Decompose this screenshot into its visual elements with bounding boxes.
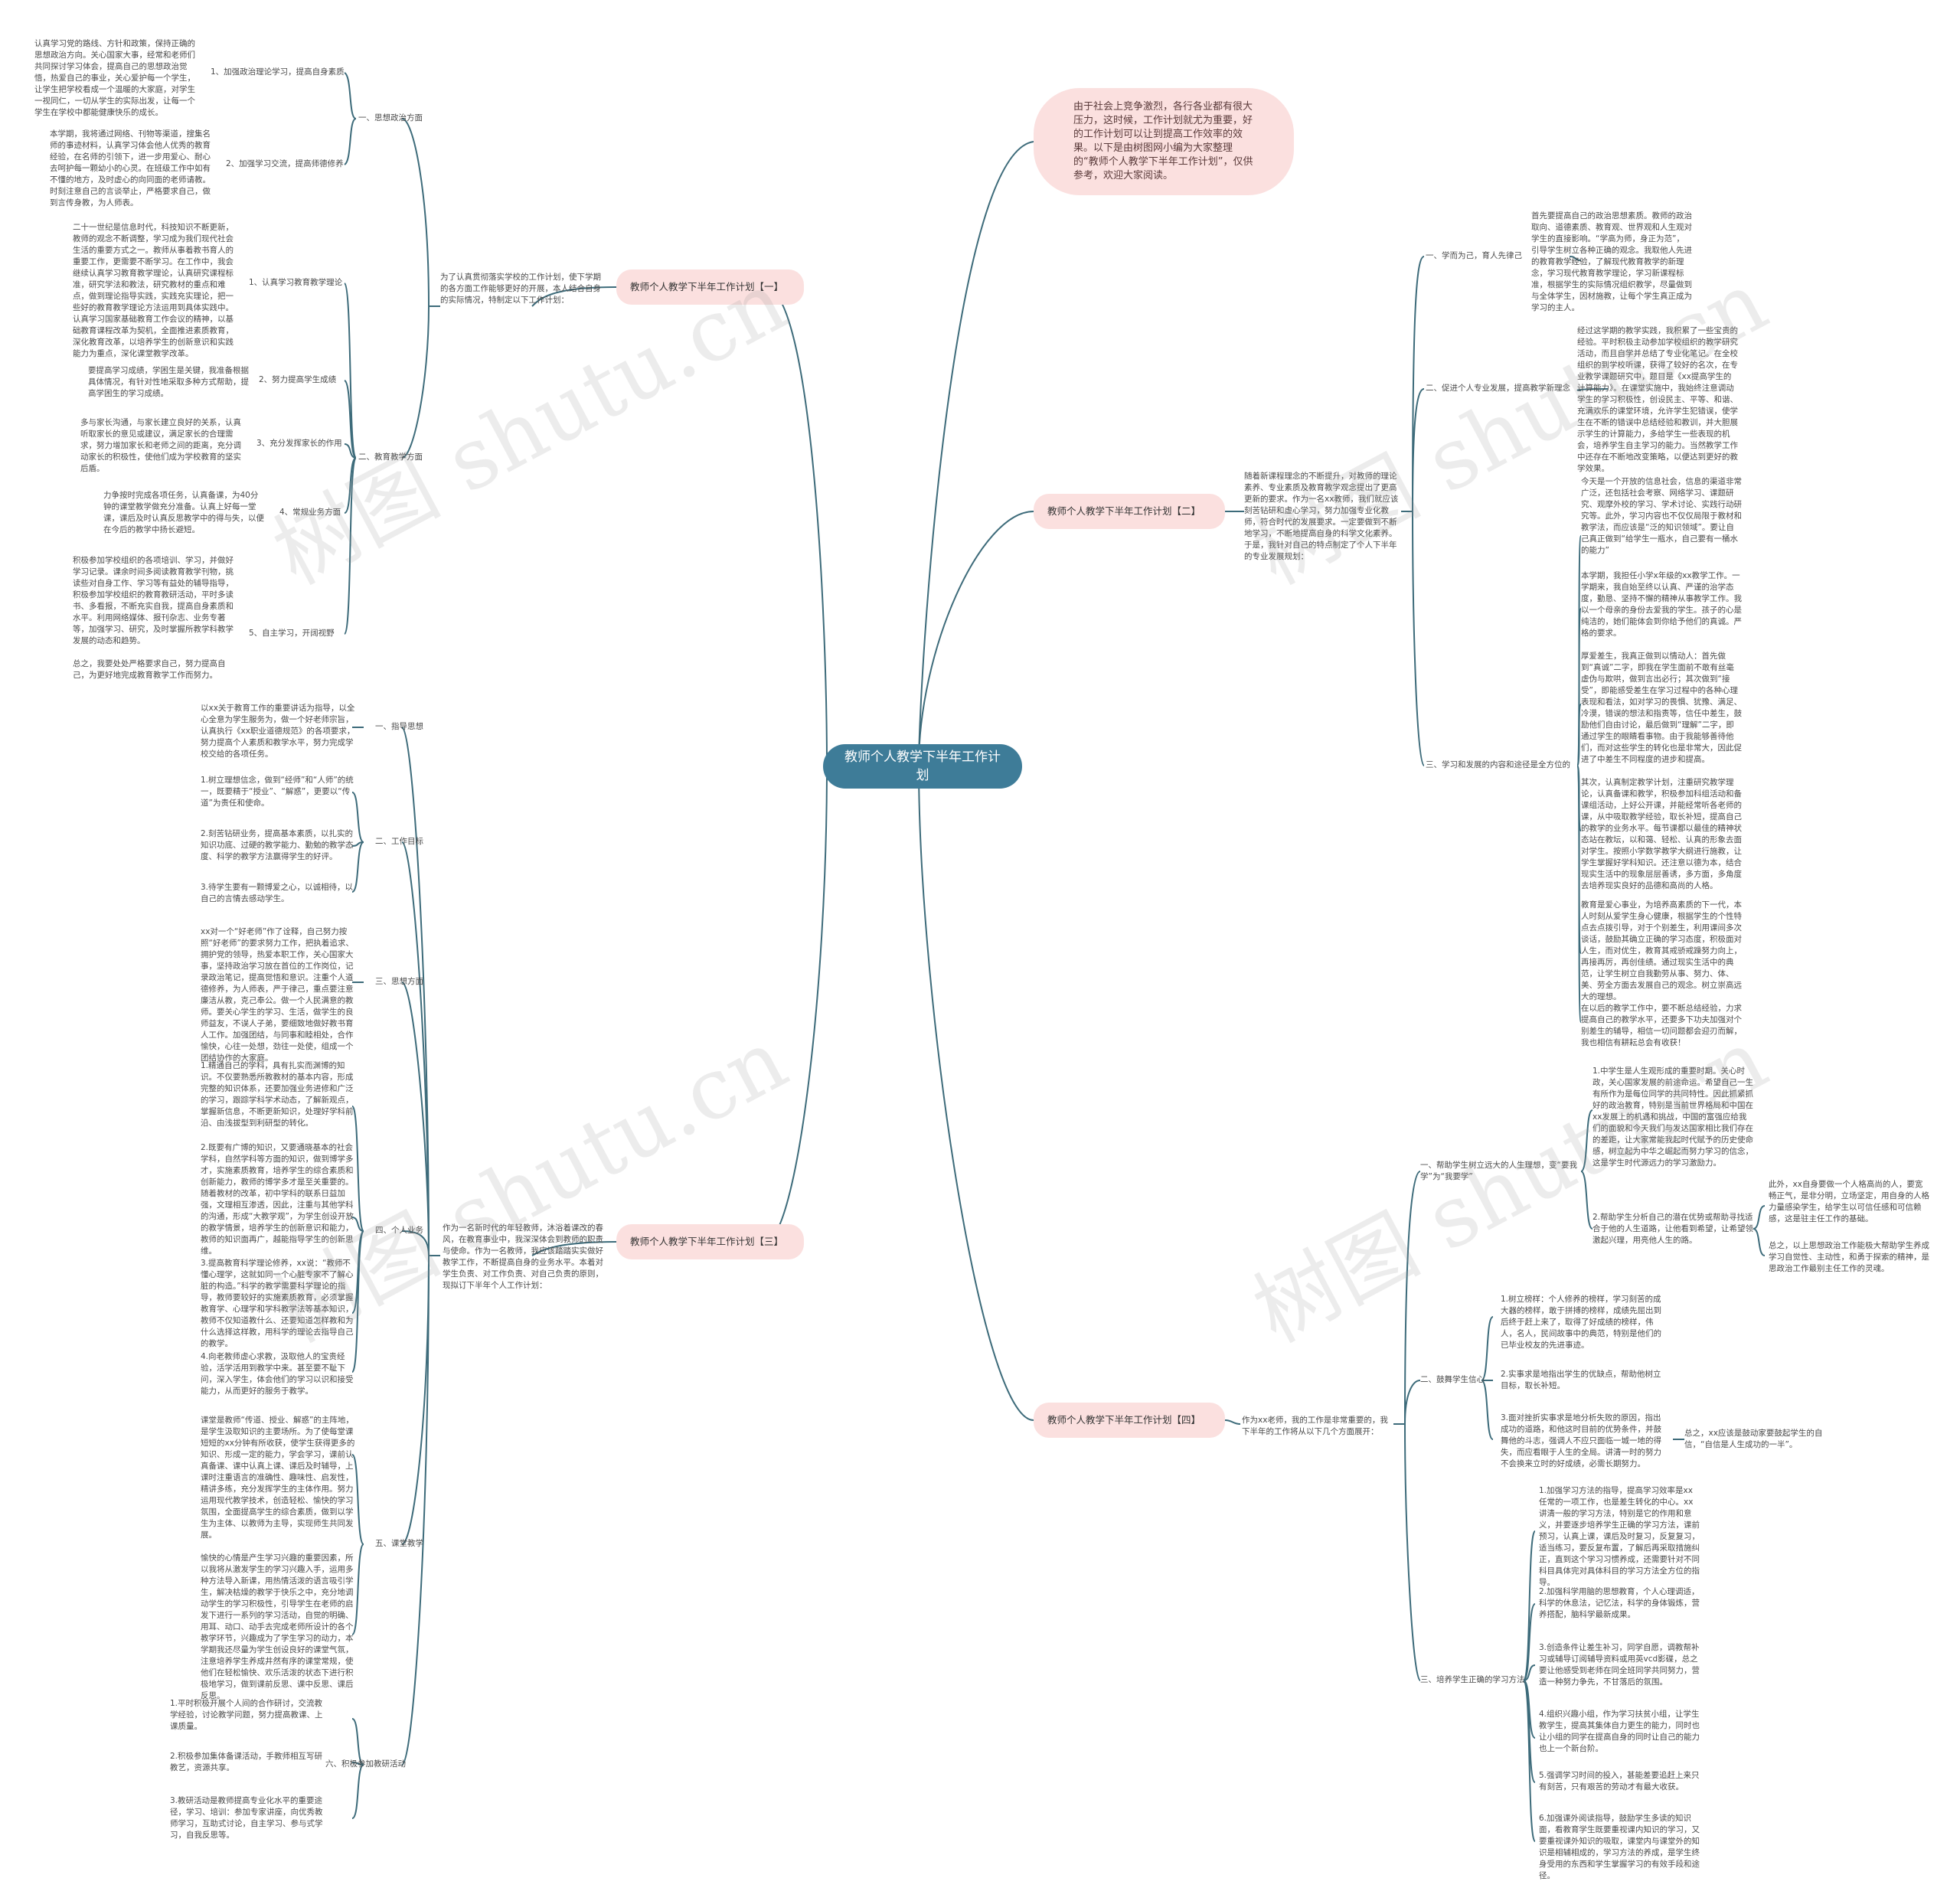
b4-s2-note: 总之，xx应该是鼓动家要鼓起学生的自信，“自信是人生成功的一半”。 — [1684, 1429, 1823, 1449]
intro-bubble: 由于社会上竞争激烈，各行各业都有很大压力，这时候，工作计划就尤为重要，好的工作计… — [1034, 88, 1294, 195]
b2-s2-text: 经过这学期的教学实践，我积累了一些宝贵的经验。平时积极主动参加学校组织的教学研究… — [1577, 326, 1738, 473]
b1-s2-label[interactable]: 二、教育教学方面 — [358, 452, 423, 462]
b3-s1-label[interactable]: 一、指导思想 — [375, 722, 423, 731]
b4-desc: 作为xx老师，我的工作是非常重要的，我下半年的工作将从以下几个方面展开： — [1242, 1416, 1388, 1436]
b1-s2-i5-label[interactable]: 5、自主学习，开阔视野 — [249, 629, 335, 638]
b3-s6-t1: 1.平时积极开展个人间的合作研讨，交流教学经验，讨论教学问题，努力提高教课、上课… — [170, 1699, 323, 1731]
b2-s3-p4: 其次，认真制定教学计划，注重研究教学理论，认真备课和教学，积极参加科组活动和备课… — [1581, 778, 1742, 890]
b4-s3-t6: 6.加强课外阅读指导，鼓励学生多读的知识面，看教育学生既要重视课内知识的学习，又… — [1539, 1814, 1700, 1880]
b4-s3-t5: 5.强调学习时间的投入，甚能差要追赶上来只有刻苦，只有艰苦的劳动才有最大收获。 — [1539, 1771, 1700, 1792]
b1-s1-i1-text: 认真学习党的路线、方针和政策，保持正确的思想政治方向。关心国家大事，经常和老师们… — [34, 39, 195, 117]
branch-4-title[interactable]: 教师个人教学下半年工作计划【四】 — [1034, 1403, 1225, 1438]
b3-s3-label[interactable]: 三、思想方面 — [375, 977, 423, 986]
b4-s1-t1: 1.中学生是人生观形成的重要时期。关心时政，关心国家发展的前途命运。希望自己一生… — [1592, 1066, 1753, 1168]
b3-s5-t2: 愉快的心情是产生学习兴趣的重要因素，所以我将从激发学生的学习兴趣入手，运用多种方… — [201, 1553, 354, 1700]
b3-s4-t3: 3.提高教育科学理论修养，xx说：“教师不懂心理学，这就如同一个心脏专家不了解心… — [201, 1259, 354, 1348]
root-topic[interactable]: 教师个人教学下半年工作计划 — [823, 744, 1022, 789]
b1-s1-i2-label[interactable]: 2、加强学习交流，提高师德修养 — [226, 159, 344, 168]
b1-s2-i1-label[interactable]: 1、认真学习教育教学理论 — [249, 278, 343, 287]
b1-s2-i5-text: 积极参加学校组织的各项培训、学习，并做好学习记录。课余时间多阅读教育教学刊物，挑… — [73, 556, 234, 645]
b1-s2-i3-text: 多与家长沟通，与家长建立良好的关系，认真听取家长的意见或建议，满足家长的合理需求… — [80, 418, 241, 473]
b2-s3-p2: 本学期，我担任小学x年级的xx教学工作。一学期来，我自始至终以认真、严谨的治学态… — [1581, 571, 1742, 638]
b4-s3-t2: 2.加强科学用脑的思想教育，个人心理调适，科学的休息法，记忆法，科学的身体锻炼，… — [1539, 1587, 1700, 1619]
b3-s6-t2: 2.积极参加集体备课活动，手教师相互写研教艺，资源共享。 — [170, 1752, 323, 1772]
b4-s3-label[interactable]: 三、培养学生正确的学习方法 — [1420, 1675, 1525, 1684]
b2-desc: 随着新课程理念的不断提升，对教师的理论素养、专业素质及教育教学观念提出了更高更新… — [1244, 472, 1399, 561]
b3-s4-t2: 2.既要有广博的知识，又要通晓基本的社会学科，自然学科等方面的知识，做到博学多才… — [201, 1143, 354, 1256]
b3-s2-label[interactable]: 二、工作目标 — [375, 837, 423, 846]
b3-desc: 作为一名新时代的年轻教师，沐浴着课改的春风，在教育事业中，我深深体会到教师的职责… — [443, 1223, 603, 1290]
b4-s3-t1: 1.加强学习方法的指导，提高学习效率是xx任常的一项工作，也是差生转化的中心。x… — [1539, 1486, 1700, 1587]
b2-s1-label[interactable]: 一、学而为己，育人先律己 — [1426, 251, 1522, 260]
b4-s1-n2: 总之，以上思想政治工作能极大帮助学生养成学习自觉性、主动性，和勇于探索的精神，是… — [1769, 1241, 1929, 1273]
b1-s2-i2-label[interactable]: 2、努力提高学生成绩 — [259, 375, 337, 384]
b3-s6-t3: 3.教研活动是教师提高专业化水平的重要途径，学习、培训：参加专家讲座，向优秀教师… — [170, 1796, 323, 1840]
b4-s3-t4: 4.组织兴趣小组，作为学习扶贫小组，让学生教学生，提高其集体自力更生的能力，同时… — [1539, 1710, 1700, 1753]
b2-s3-p1: 今天是一个开放的信息社会，信息的渠道非常广泛，还包括社会考察、网络学习、课题研究… — [1581, 477, 1742, 555]
branch-3-title[interactable]: 教师个人教学下半年工作计划【三】 — [616, 1224, 804, 1259]
b2-s3-p5: 教育是爱心事业，为培养高素质的下一代，本人时刻从爱学生身心健康，根据学生的个性特… — [1581, 900, 1742, 1001]
b4-s2-t1: 1.树立榜样：个人修养的榜样，学习刻苦的成大器的榜样，敢于拼搏的榜样，成绩先屈出… — [1501, 1295, 1661, 1350]
b3-s1-text: 以xx关于教育工作的重要讲话为指导，以全心全意为学生服务为，做一个好老师宗旨，认… — [201, 704, 355, 759]
b1-s1-label[interactable]: 一、思想政治方面 — [358, 113, 423, 122]
b2-s3-label[interactable]: 三、学习和发展的内容和途径是全方位的 — [1426, 760, 1570, 769]
b3-s4-t4: 4.向老教师虚心求教，汲取他人的宝贵经验，活学活用到教学中来。甚至要不耻下问，深… — [201, 1352, 354, 1396]
b1-s2-summary: 总之，我要处处严格要求自己，努力提高自己，为更好地完成教育教学工作而努力。 — [73, 659, 226, 680]
branch-2-title[interactable]: 教师个人教学下半年工作计划【二】 — [1034, 494, 1225, 529]
b4-s2-t3: 3.面对挫折实事求是地分析失败的原因，指出成功的道路，和他这时目前的优势条件，并… — [1501, 1413, 1661, 1468]
b2-s1-text: 首先要提高自己的政治思想素质。教师的政治取向、道德素质、教育观、世界观和人生观对… — [1531, 211, 1692, 312]
b1-s2-i2-text: 要提高学习成绩，学困生是关键，我准备根据具体情况，有针对性地采取多种方式帮助，提… — [88, 366, 249, 398]
b4-s1-t2: 2.帮助学生分析自己的潜在优势或帮助寻找适合于他的人生道路，让他看到希望，让希望… — [1592, 1213, 1753, 1245]
b3-s5-label[interactable]: 五、课堂教学 — [375, 1539, 423, 1548]
b3-s6-label[interactable]: 六、积极参加教研活动 — [325, 1759, 406, 1769]
b1-s2-i1-text: 二十一世纪是信息时代，科技知识不断更新，教师的观念不断调整，学习成为我们现代社会… — [73, 223, 234, 358]
b2-s3-p3: 厚爱差生，我真正做到以情动人：首先做到“真诚”二字，即我在学生面前不敢有丝毫虚伪… — [1581, 652, 1742, 764]
b3-s2-t2: 2.刻苦钻研业务，提高基本素质，以扎实的知识功底、过硬的教学能力、勤勉的教学态度… — [201, 829, 354, 861]
b4-s3-t3: 3.创造条件让差生补习，同学自愿，调教帮补习或辅导订阅辅导资料或用英vcd影碟，… — [1539, 1643, 1700, 1687]
b3-s5-t1: 课堂是教师“传道、授业、解惑”的主阵地，是学生汲取知识的主要场所。为了使每堂课短… — [201, 1416, 355, 1540]
b1-s1-i1-label[interactable]: 1、加强政治理论学习，提高自身素质 — [211, 67, 345, 77]
b4-s2-label[interactable]: 二、鼓舞学生信心 — [1420, 1375, 1485, 1384]
b1-s1-i2-text: 本学期，我将通过网络、刊物等渠道，搜集名师的事迹材料，认真学习体会他人优秀的教育… — [50, 129, 211, 207]
b3-s4-label[interactable]: 四、个人业务 — [375, 1226, 423, 1235]
b3-s2-t1: 1.树立理想信念，做到“经师”和“人师”的统一，既要精于“授业”、“解惑”，更要… — [201, 776, 354, 808]
b4-s2-t2: 2.实事求是地指出学生的优缺点，帮助他树立目标，取长补短。 — [1501, 1370, 1661, 1390]
b3-s3-text: xx对一个“好老师”作了诠释，自己努力按照“好老师”的要求努力工作，把执着追求、… — [201, 927, 354, 1063]
b4-s1-label[interactable]: 一、帮助学生树立远大的人生理想，变“要我学”为“我要学” — [1420, 1161, 1577, 1181]
branch-1-title[interactable]: 教师个人教学下半年工作计划【一】 — [616, 269, 804, 305]
b1-s2-i4-label[interactable]: 4、常规业务方面 — [279, 508, 341, 517]
b1-s2-i4-text: 力争按时完成各项任务，认真备课，为40分钟的课堂教学做充分准备。认真上好每一堂课… — [103, 491, 264, 534]
b4-s1-n1: 此外，xx自身要做一个人格高尚的人，要宽畅正气，是非分明，立场坚定，用自身的人格… — [1769, 1180, 1929, 1223]
b1-s2-i3-label[interactable]: 3、充分发挥家长的作用 — [256, 439, 342, 448]
b3-s2-t3: 3.待学生要有一颗博爱之心，以诚相待，以自己的言情去感动学生。 — [201, 883, 354, 903]
b2-s2-label[interactable]: 二、促进个人专业发展，提高教学新理念 — [1426, 384, 1570, 393]
b1-desc: 为了认真贯彻落实学校的工作计划，使下学期的各方面工作能够更好的开展，本人结合自身… — [440, 273, 601, 305]
b2-s3-p6: 在以后的教学工作中，要不断总结经验，力求提高自己的教学水平，还要多下功夫加强对个… — [1581, 1004, 1742, 1047]
b3-s4-t1: 1.精通自己的学科，具有扎实而渊博的知识。不仅要熟悉所教教材的基本内容，形成完整… — [201, 1061, 354, 1128]
